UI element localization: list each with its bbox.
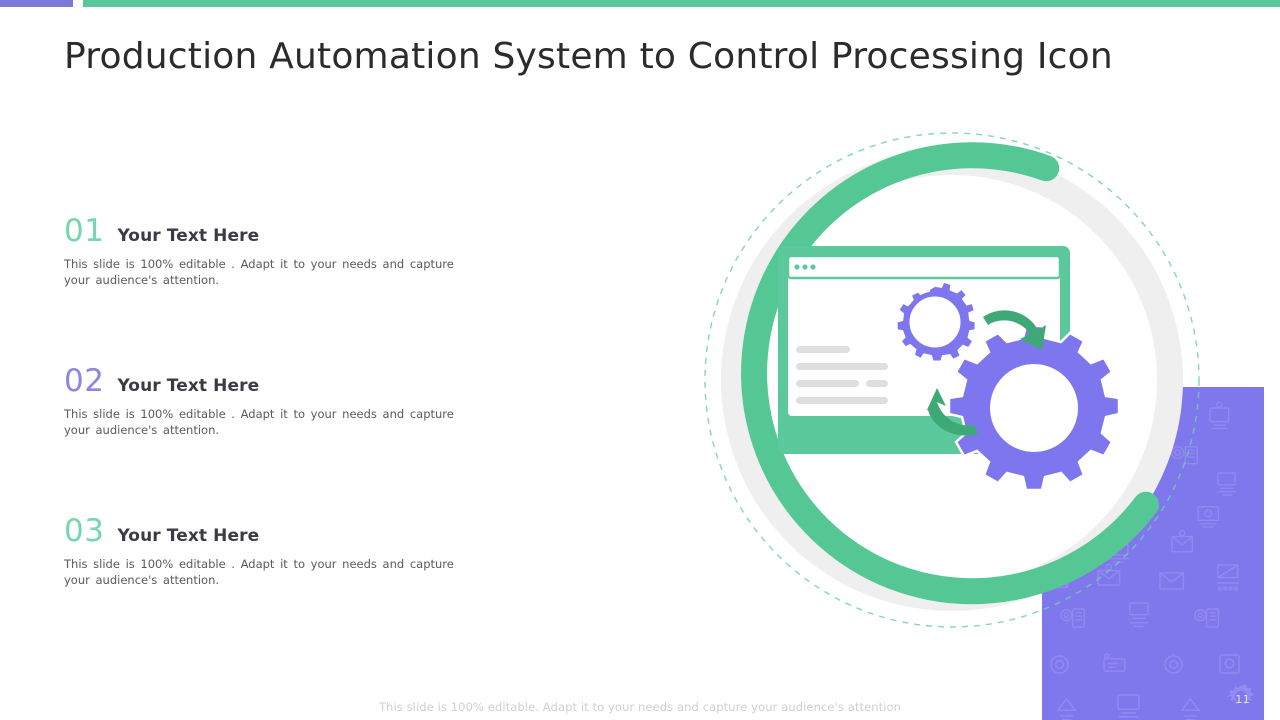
large-gear — [947, 324, 1121, 492]
bullet-body-02: This slide is 100% editable . Adapt it t… — [64, 407, 454, 437]
bullet-number-03: 03 — [64, 513, 105, 549]
bullet-heading-03: 03 Your Text Here — [64, 516, 484, 547]
bullet-number-02: 02 — [64, 363, 105, 399]
small-gear — [895, 280, 977, 363]
bullet-item-03: 03 Your Text Here This slide is 100% edi… — [64, 516, 484, 589]
bullet-item-01: 01 Your Text Here This slide is 100% edi… — [64, 216, 484, 289]
bullet-title-03: Your Text Here — [117, 526, 260, 546]
page-number-gear-badge — [1227, 683, 1254, 705]
green-arc-ring — [741, 142, 1159, 605]
dashed-circle-outline — [704, 132, 1200, 628]
bullet-number-01: 01 — [64, 213, 105, 249]
bullet-body-01: This slide is 100% editable . Adapt it t… — [64, 257, 454, 287]
topbar-purple-segment — [0, 0, 73, 7]
cycle-arrow-top-right — [983, 310, 1046, 350]
bullet-heading-02: 02 Your Text Here — [64, 366, 484, 397]
bullet-title-02: Your Text Here — [117, 376, 260, 396]
page-number-label: 11 — [1235, 693, 1250, 706]
bullet-title-01: Your Text Here — [117, 226, 260, 246]
bullet-heading-01: 01 Your Text Here — [64, 216, 484, 247]
topbar-green-segment — [83, 0, 1280, 7]
automation-gears-browser-illustration — [690, 118, 1214, 642]
page-title: Production Automation System to Control … — [64, 36, 1113, 77]
bullet-body-03: This slide is 100% editable . Adapt it t… — [64, 557, 454, 587]
cycle-arrow-bottom-left — [927, 388, 978, 436]
footer-note: This slide is 100% editable. Adapt it to… — [378, 700, 902, 714]
bullet-item-02: 02 Your Text Here This slide is 100% edi… — [64, 366, 484, 439]
browser-text-lines — [796, 346, 888, 404]
